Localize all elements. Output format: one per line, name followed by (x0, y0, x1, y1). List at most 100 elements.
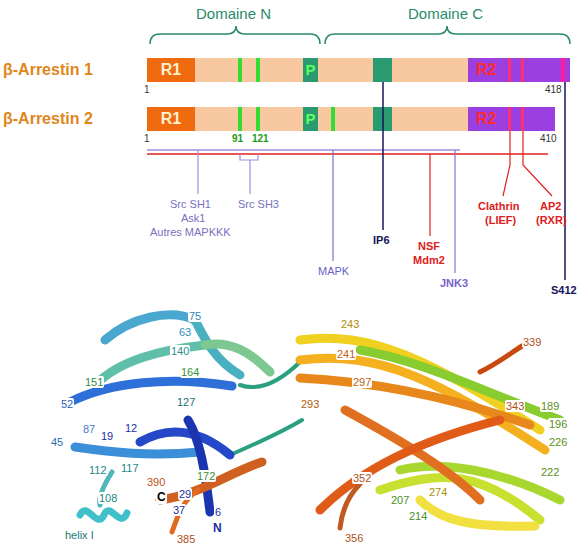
partner-label: (LIEF) (485, 214, 516, 226)
callout-number: 222 (540, 466, 560, 478)
partner-label: IP6 (373, 234, 390, 246)
region-box: R1 (147, 107, 195, 131)
callout-number: 151 (84, 376, 104, 388)
r2-region (468, 107, 555, 131)
callout-number: 37 (172, 504, 186, 516)
protein-name: β-Arrestin 2 (3, 109, 93, 129)
callout-number: 172 (196, 470, 216, 482)
callout-number: 6 (214, 506, 222, 518)
callout-number: 29 (178, 488, 192, 500)
region-label: R1 (147, 107, 195, 131)
partner-label: Ask1 (181, 212, 205, 224)
domain-bracket (325, 26, 570, 44)
motif-line (508, 107, 511, 131)
protein-bar: β-Arrestin 1R1PR2 (147, 58, 570, 82)
callout-number: 293 (300, 398, 320, 410)
leader-line (332, 150, 333, 261)
ribbon-strand (300, 358, 545, 450)
ribbon-strand (320, 420, 500, 510)
motif-line (561, 58, 565, 82)
callout-number: 390 (146, 476, 166, 488)
callout-number: 339 (522, 336, 542, 348)
motif-line (256, 58, 260, 82)
leader-line (503, 131, 510, 196)
ribbon-strand (420, 500, 535, 526)
motif-block (373, 58, 392, 82)
motif-line (508, 58, 511, 82)
partner-label: Mdm2 (413, 254, 445, 266)
leader-line (240, 154, 258, 194)
partner-label: AP2 (540, 200, 561, 212)
partner-label: JNK3 (440, 277, 468, 289)
binding-line (147, 153, 548, 155)
partner-label: S412 (551, 284, 577, 296)
helix-ribbon (80, 511, 127, 520)
callout-number: helix I (64, 529, 95, 541)
ribbon-structure (70, 315, 560, 532)
callout-number: 241 (336, 348, 356, 360)
region-label: P (303, 107, 318, 131)
region-label: R2 (468, 107, 555, 131)
callout-number: 274 (428, 486, 448, 498)
callout-number: 75 (188, 310, 202, 322)
callout-number: 214 (408, 510, 428, 522)
domain-label: Domaine C (408, 6, 483, 23)
region-label: R2 (468, 58, 570, 82)
partner-label: Src SH3 (238, 198, 279, 210)
callout-number: 140 (170, 345, 190, 357)
ribbon-strand (160, 462, 262, 500)
ribbon-strand (360, 350, 560, 420)
region-label: P (303, 58, 318, 82)
binding-line (147, 149, 460, 151)
leader-line (429, 154, 430, 236)
callout-number: 108 (98, 492, 118, 504)
callout-number: 207 (390, 494, 410, 506)
callout-number: 356 (344, 532, 364, 544)
r2-region (468, 58, 570, 82)
residue-number: 1 (144, 133, 150, 144)
leader-line (564, 82, 566, 280)
motif-line (331, 107, 335, 131)
callout-number: 297 (352, 376, 372, 388)
callout-number: 385 (176, 533, 196, 545)
domain-label: Domaine N (196, 6, 271, 23)
callout-number: C (156, 491, 167, 504)
callout-number: 196 (548, 418, 568, 430)
protein-name: β-Arrestin 1 (3, 60, 93, 80)
callout-number: 19 (100, 430, 114, 442)
ribbon-strand (75, 447, 200, 454)
callout-number: 52 (60, 398, 74, 410)
callout-number: 117 (120, 462, 140, 474)
partner-label: (RXR) (536, 214, 567, 226)
ribbon-strand (140, 432, 230, 455)
callout-number: 87 (82, 423, 96, 435)
partner-label: MAPK (318, 265, 349, 277)
partner-label: Src SH1 (170, 198, 211, 210)
region-box: P (303, 107, 318, 131)
residue-number: 418 (545, 84, 562, 95)
leader-line (197, 150, 198, 194)
callout-number: 226 (548, 436, 568, 448)
partner-label: Autres MAPKKK (150, 226, 231, 238)
residue-number: 91 (232, 133, 243, 144)
callout-number: 343 (505, 400, 525, 412)
residue-number: 1 (144, 84, 150, 95)
callout-number: 189 (540, 400, 560, 412)
protein-bar: β-Arrestin 2R1PR2 (147, 107, 555, 131)
residue-number: 410 (540, 133, 557, 144)
callout-number: 12 (124, 422, 138, 434)
region-label: R1 (147, 58, 195, 82)
partner-label: NSF (418, 240, 440, 252)
leader-line (454, 150, 455, 273)
leader-line (382, 82, 384, 230)
callout-number: 243 (340, 318, 360, 330)
callout-number: 63 (178, 326, 192, 338)
motif-line (521, 107, 524, 131)
ribbon-loop (230, 420, 302, 455)
ribbon-strand (300, 338, 540, 430)
protein-bar (147, 107, 555, 131)
region-box: R2 (468, 58, 570, 82)
ribbon-strand (345, 410, 480, 500)
region-box: P (303, 58, 318, 82)
